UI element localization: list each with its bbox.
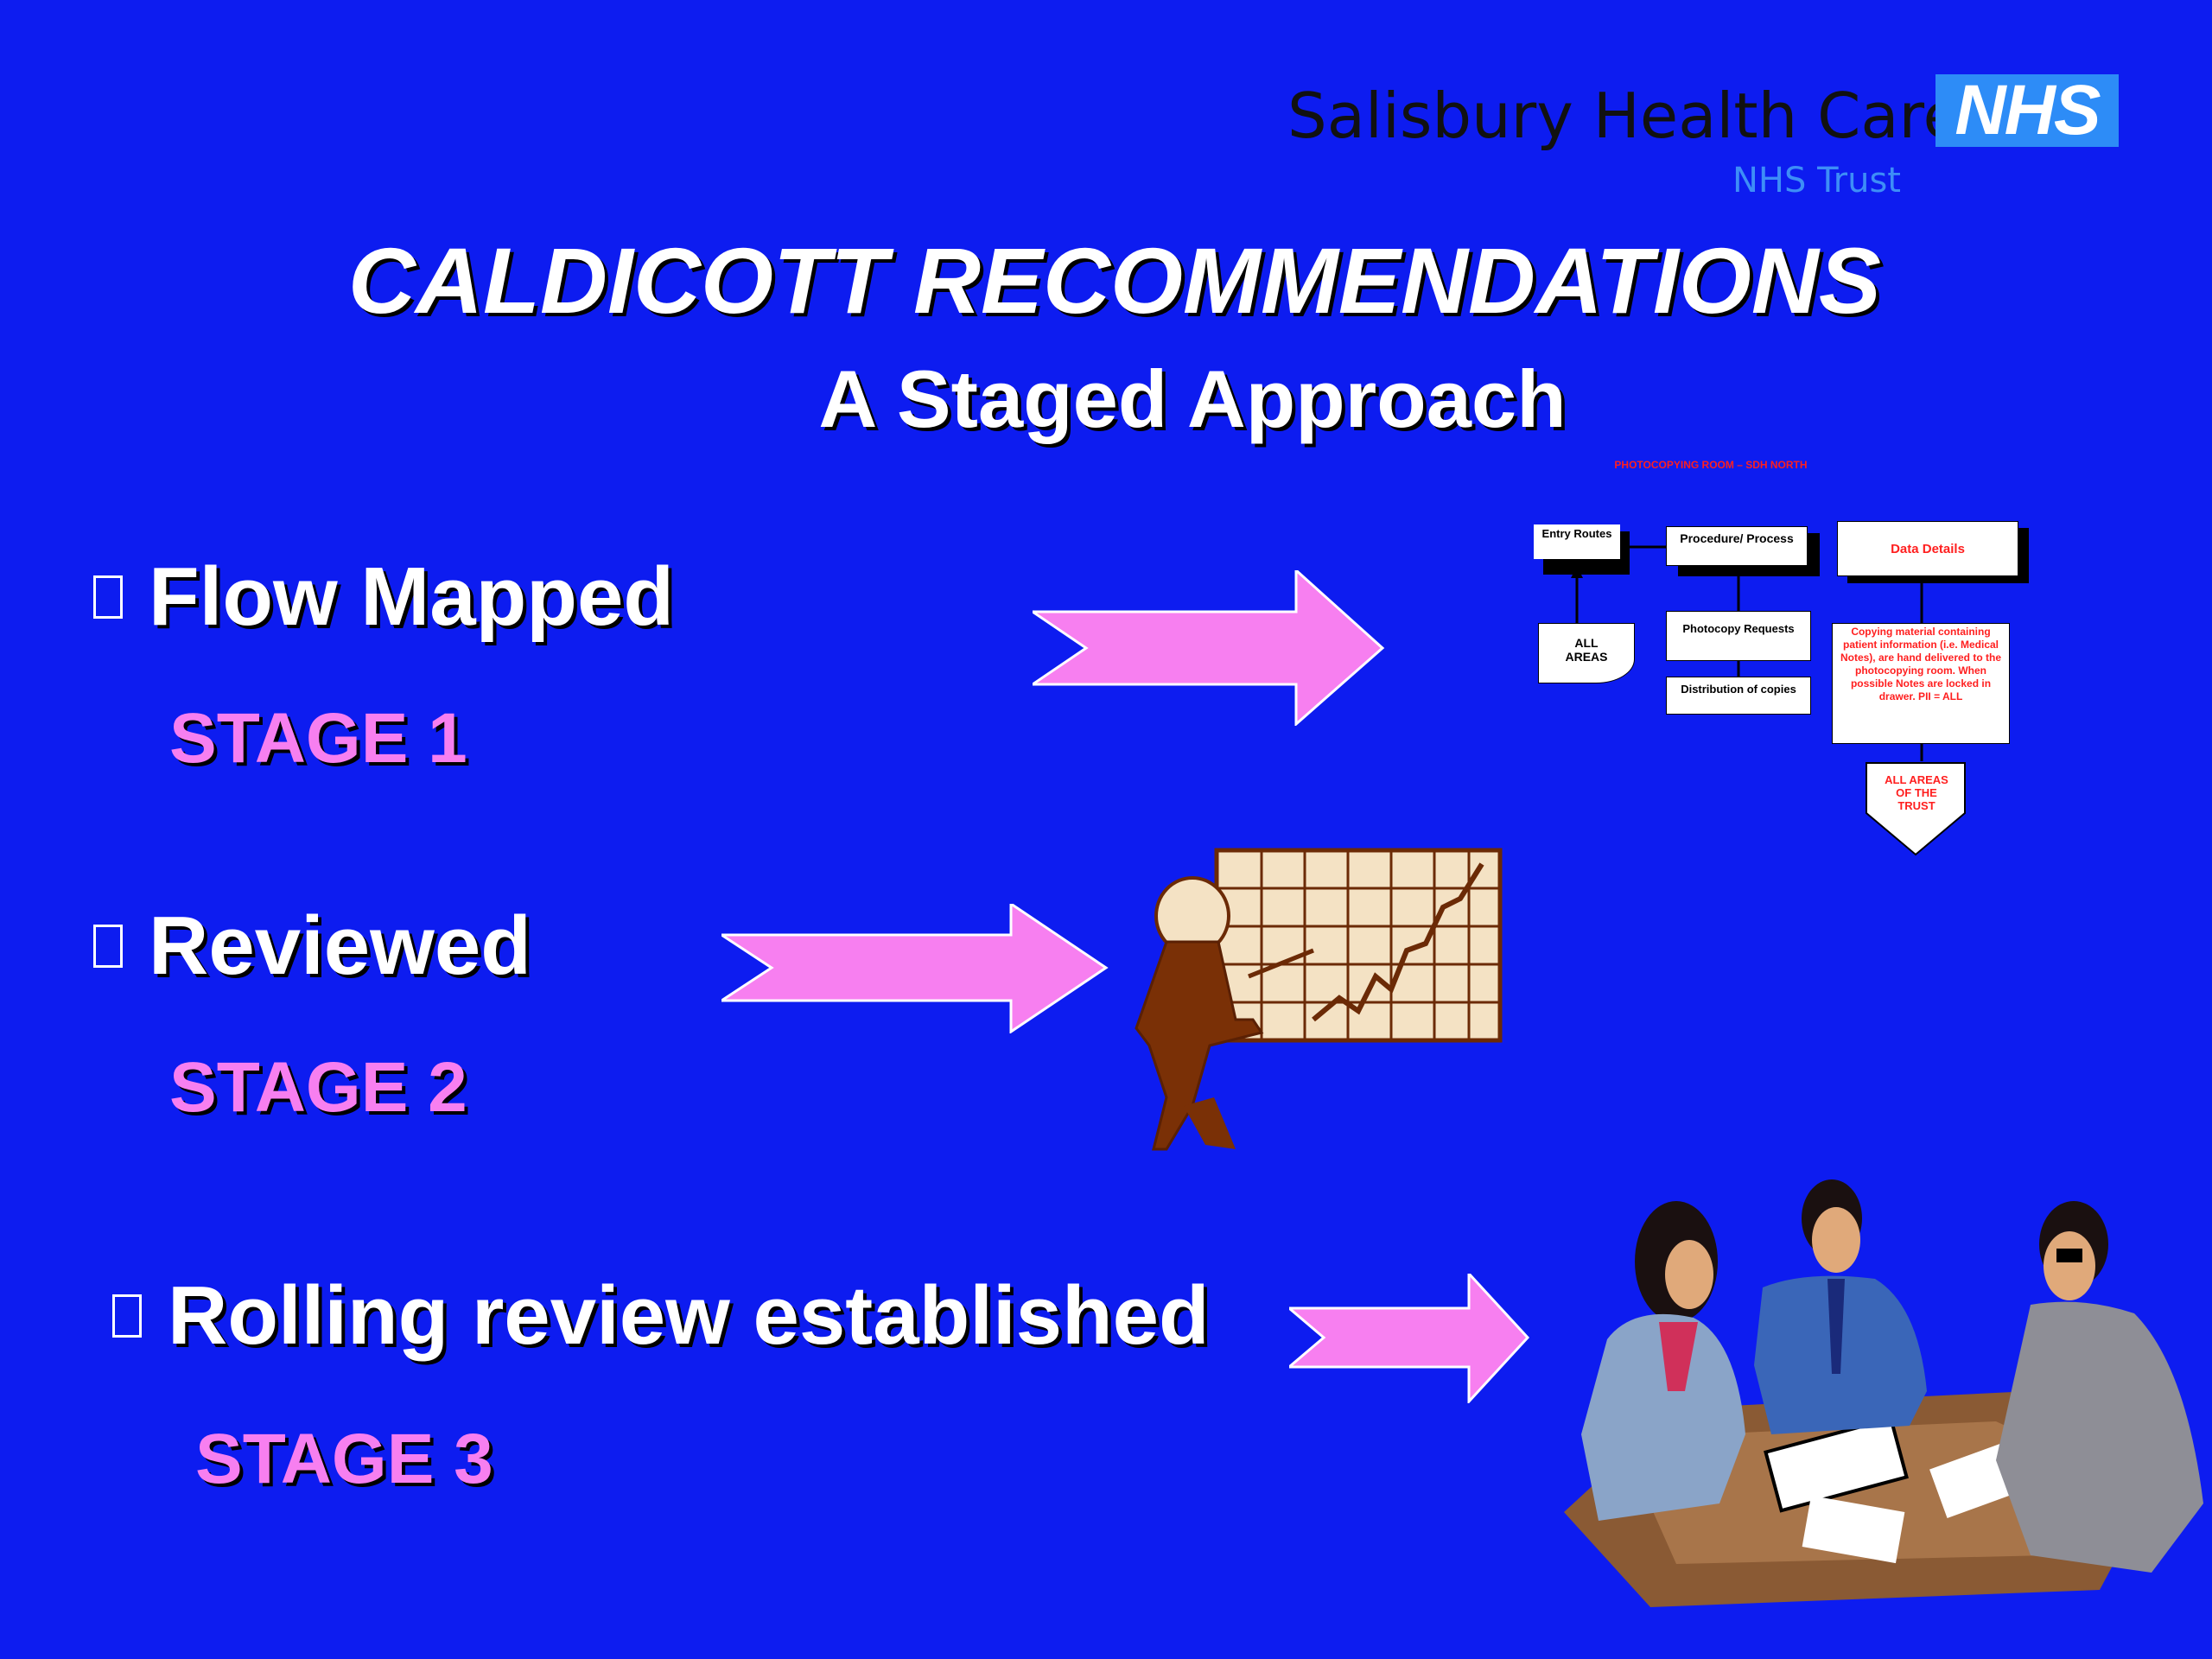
bullet-icon [112, 1294, 142, 1338]
presenter-chart-illustration [1135, 848, 1503, 1151]
all-areas-trust-label: ALL AREAS OF THE TRUST [1885, 773, 1948, 812]
copying-note-box: Copying material containing patient info… [1832, 623, 2010, 744]
stage-label: STAGE 3 [195, 1420, 493, 1498]
flowchart-connectors [1571, 545, 1923, 761]
arrow-right-icon [721, 904, 1109, 1033]
flowchart-title: PHOTOCOPYING ROOM – SDH NORTH [1614, 459, 1808, 471]
photocopy-requests-box: Photocopy Requests [1666, 611, 1811, 661]
bullet-icon [93, 575, 123, 619]
data-details-box: Data Details [1837, 521, 2018, 576]
distribution-box: Distribution of copies [1666, 677, 1811, 715]
bullet-icon [93, 925, 123, 968]
slide-title: CALDICOTT RECOMMENDATIONS [348, 228, 1881, 333]
meeting-illustration [1564, 1179, 2203, 1607]
item-reviewed: Reviewed [93, 899, 531, 994]
organisation-name: Salisbury Health Care [1287, 79, 1961, 152]
arrow-right-icon [1033, 570, 1385, 726]
pentagon-shape [1866, 762, 1966, 856]
slide-subtitle: A Staged Approach [818, 353, 1567, 444]
entry-routes-box: Entry Routes [1534, 524, 1620, 559]
arrow-right-icon [1289, 1274, 1530, 1403]
flowchart-diagram: PHOTOCOPYING ROOM – SDH NORTH Entry Rout… [1521, 454, 2029, 860]
item-flow-mapped: Flow Mapped [93, 550, 674, 645]
item-label: Flow Mapped [149, 550, 674, 643]
stage-label: STAGE 2 [169, 1048, 467, 1127]
procedure-box: Procedure/ Process [1666, 526, 1808, 566]
all-areas-box: ALL AREAS [1538, 623, 1635, 683]
item-label: Rolling review established [168, 1269, 1210, 1362]
nhs-logo: NHS [1936, 74, 2119, 147]
item-label: Reviewed [149, 899, 531, 992]
item-rolling-review: Rolling review established [112, 1268, 1210, 1363]
stage-label: STAGE 1 [169, 699, 467, 778]
organisation-subtitle: NHS Trust [1732, 161, 1901, 200]
